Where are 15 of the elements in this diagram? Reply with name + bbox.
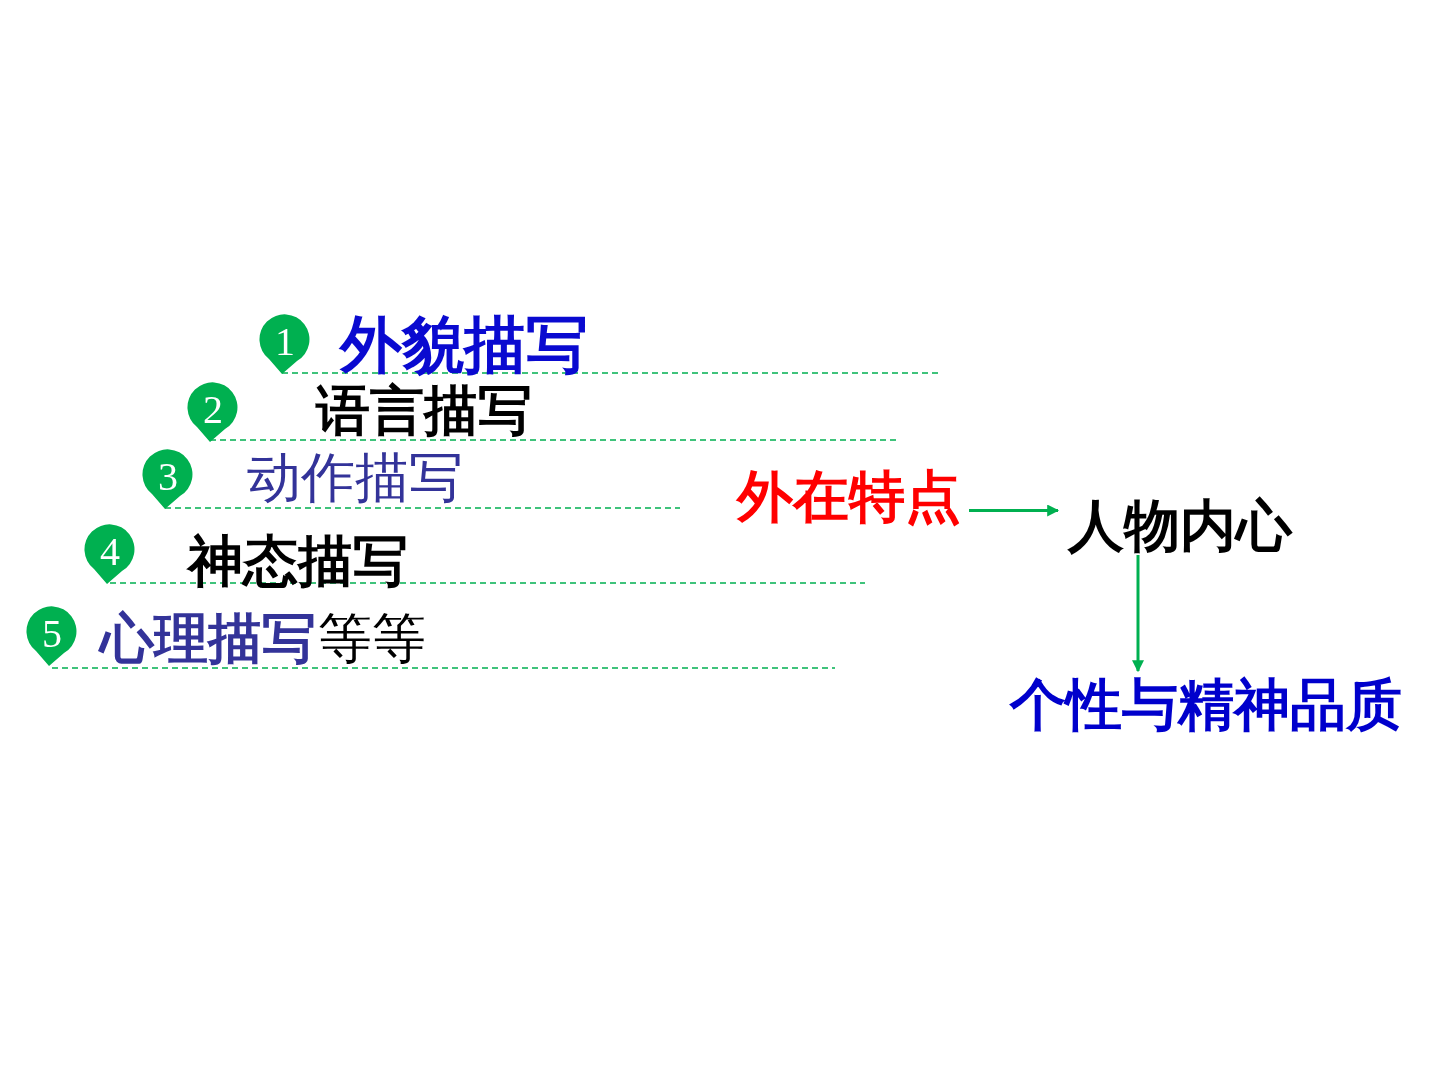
concept-text: 个性与精神品质 bbox=[1010, 677, 1402, 733]
concept-text: 人物内心 bbox=[1068, 497, 1292, 553]
description-type-text: 外貌描写 bbox=[340, 314, 588, 376]
list-number: 4 bbox=[99, 532, 121, 572]
list-number: 3 bbox=[157, 457, 179, 497]
list-number: 5 bbox=[41, 614, 63, 654]
list-number: 1 bbox=[274, 322, 296, 362]
description-type-text: 神态描写 bbox=[188, 533, 408, 588]
description-type-text: 等等 bbox=[318, 612, 426, 666]
list-number: 2 bbox=[202, 390, 224, 430]
description-type-text: 动作描写 bbox=[247, 451, 463, 505]
description-type-text: 语言描写 bbox=[316, 383, 532, 437]
arrow bbox=[1132, 555, 1144, 673]
description-type-text: 心理描写 bbox=[100, 612, 316, 666]
arrow bbox=[969, 504, 1060, 517]
